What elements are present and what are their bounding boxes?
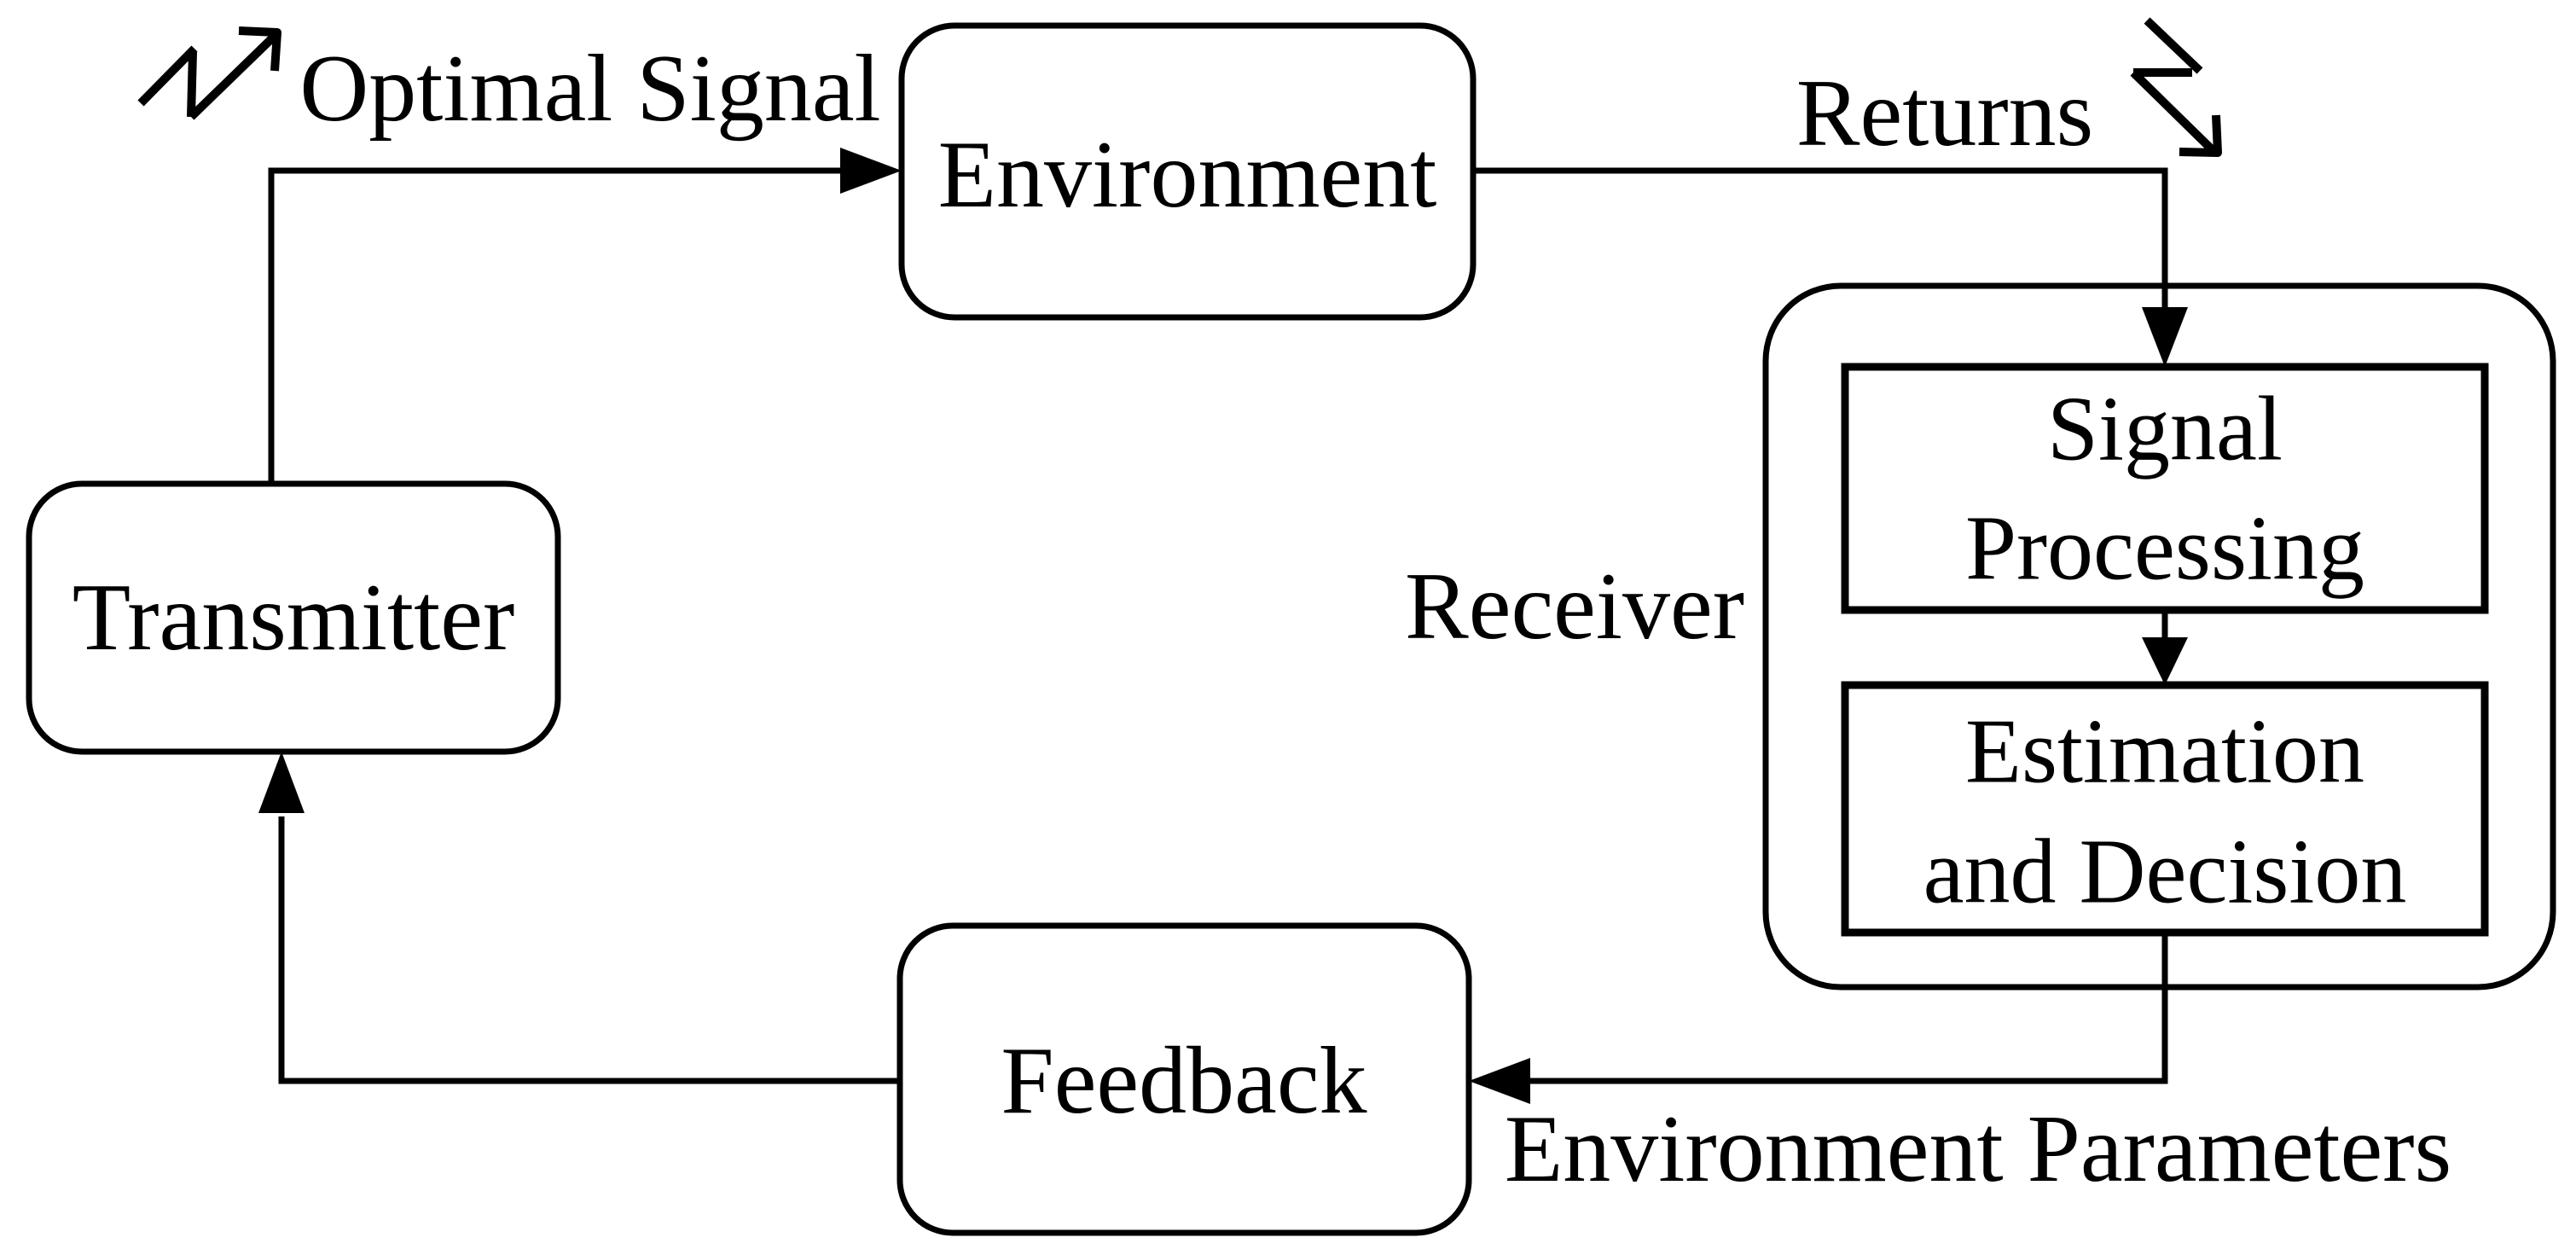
arrowhead-into-transmitter bbox=[258, 752, 305, 813]
signal-processing-label-line2: Processing bbox=[1965, 498, 2364, 600]
feedback-to-transmitter-wire bbox=[278, 816, 900, 1084]
zigzag-arrow-tip bbox=[2179, 114, 2222, 157]
zigzag-arrow-tip bbox=[238, 26, 281, 72]
zigzag-segment bbox=[188, 32, 279, 120]
environment-box bbox=[898, 22, 1477, 321]
estimation-label-line1: Estimation bbox=[1965, 701, 2364, 803]
transmitter-to-environment-wire bbox=[268, 167, 844, 484]
arrowhead-into-estimation bbox=[2142, 637, 2188, 685]
zigzag-segment bbox=[137, 45, 198, 107]
environment-to-receiver-wire bbox=[1473, 167, 2168, 311]
returns-zigzag-icon bbox=[2130, 17, 2222, 157]
estimation-decision-box bbox=[1841, 681, 2489, 937]
receiver-to-feedback-wire bbox=[1527, 933, 2168, 1084]
environment-label: Environment bbox=[938, 122, 1437, 228]
arrowhead-into-feedback bbox=[1469, 1058, 1530, 1104]
transmitter-label: Transmitter bbox=[73, 565, 515, 671]
returns-label: Returns bbox=[1796, 61, 2093, 166]
zigzag-segment bbox=[187, 51, 197, 118]
arrowhead-into-environment bbox=[840, 148, 902, 194]
signal-processing-label-line1: Signal bbox=[2047, 379, 2283, 480]
estimation-label-line2: and Decision bbox=[1923, 822, 2407, 923]
zigzag-segment bbox=[2130, 69, 2219, 157]
optimal-signal-label: Optimal Signal bbox=[299, 36, 880, 142]
receiver-group-box bbox=[1762, 282, 2556, 991]
signal-processing-box bbox=[1841, 363, 2489, 614]
feedback-label: Feedback bbox=[1001, 1028, 1366, 1134]
environment-parameters-label: Environment Parameters bbox=[1505, 1096, 2451, 1202]
arrowhead-into-signal-processing bbox=[2142, 307, 2188, 367]
feedback-box bbox=[896, 922, 1472, 1236]
zigzag-segment bbox=[2144, 17, 2203, 74]
receiver-label: Receiver bbox=[1405, 554, 1744, 659]
transmitter-box bbox=[26, 480, 561, 755]
optimal-signal-zigzag-icon bbox=[137, 26, 281, 120]
